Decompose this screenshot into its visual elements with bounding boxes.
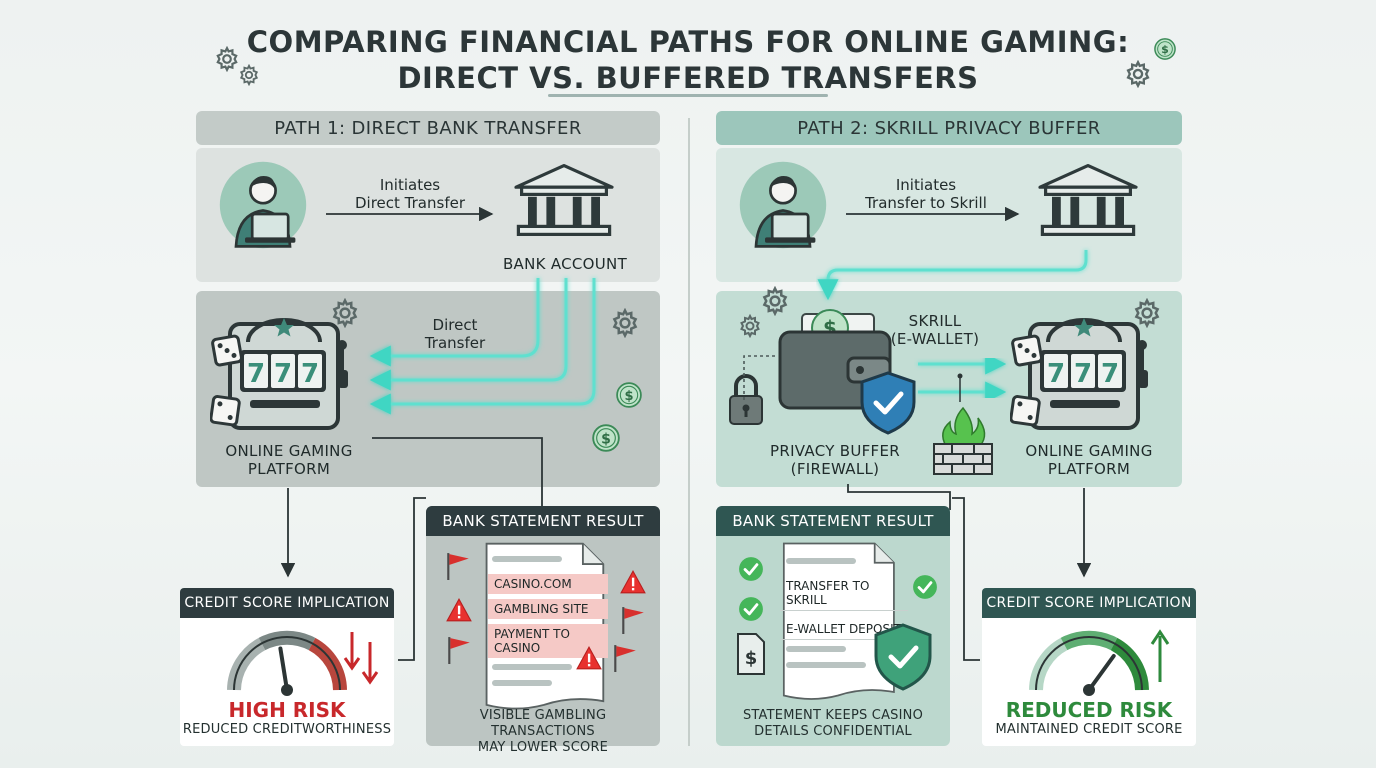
green-check-icon bbox=[738, 556, 764, 582]
path2-statement-items: TRANSFER TO SKRILL E-WALLET DEPOSIT bbox=[780, 576, 908, 640]
path2-statement-header: BANK STATEMENT RESULT bbox=[716, 506, 950, 536]
path1-direct-label: Direct Transfer bbox=[410, 316, 500, 352]
path2-initiates-line2: Transfer to Skrill bbox=[865, 194, 987, 212]
statement-document-icon bbox=[782, 542, 895, 700]
slot-machine-icon bbox=[1010, 316, 1150, 430]
user-at-laptop-icon bbox=[218, 160, 308, 250]
gear-icon bbox=[613, 309, 637, 337]
dollar-document-icon: $ bbox=[737, 633, 765, 675]
green-check-icon bbox=[912, 574, 938, 600]
path2-risk-label: REDUCED RISK bbox=[1005, 698, 1173, 722]
green-check-icon bbox=[738, 596, 764, 622]
bank-building-icon bbox=[514, 163, 614, 237]
path2-platform-line1: ONLINE GAMING bbox=[1025, 442, 1153, 460]
path1-statement-to-credit-connector bbox=[398, 497, 426, 661]
path2-credit-header: CREDIT SCORE IMPLICATION bbox=[982, 588, 1196, 618]
gear-icon bbox=[216, 47, 258, 86]
center-divider bbox=[688, 118, 690, 746]
red-flag-icon bbox=[447, 553, 469, 580]
dollar-coin-icon bbox=[1154, 38, 1176, 60]
red-flag-icon bbox=[614, 645, 636, 672]
path2-skrill-line1: SKRILL bbox=[908, 312, 962, 330]
path1-statement-item: CASINO.COM bbox=[488, 574, 608, 594]
path1-caption-line2: MAY LOWER SCORE bbox=[477, 740, 609, 755]
path2-statement-to-credit-connector bbox=[952, 497, 980, 661]
path1-initiates-label: Initiates Direct Transfer bbox=[334, 176, 486, 212]
path1-initiates-line1: Initiates bbox=[379, 176, 441, 194]
path2-buffer-line2: (FIREWALL) bbox=[790, 460, 880, 478]
path2-statement-caption: STATEMENT KEEPS CASINO DETAILS CONFIDENT… bbox=[716, 708, 950, 740]
path2-statement-item: TRANSFER TO SKRILL bbox=[780, 576, 908, 611]
path1-risk-detail: REDUCED CREDITWORTHINESS bbox=[182, 722, 392, 737]
path1-credit-header: CREDIT SCORE IMPLICATION bbox=[180, 588, 394, 618]
path2-connectors bbox=[847, 484, 1092, 578]
up-arrow-icon bbox=[1150, 629, 1170, 682]
dollar-coin-icon bbox=[616, 382, 642, 408]
path1-statement-caption: VISIBLE GAMBLING TRANSACTIONS MAY LOWER … bbox=[426, 708, 660, 756]
path1-connectors bbox=[280, 437, 543, 578]
bank-building-icon bbox=[1038, 163, 1138, 237]
path1-direct-line1: Direct bbox=[432, 316, 478, 334]
warning-triangle-icon bbox=[620, 570, 646, 594]
statement-document-icon bbox=[485, 542, 605, 710]
path1-credit-card: CREDIT SCORE IMPLICATION bbox=[180, 588, 394, 746]
warning-triangle-icon bbox=[576, 646, 602, 670]
path2-skrill-label: SKRILL (E-WALLET) bbox=[880, 312, 990, 348]
path2-buffer-line1: PRIVACY BUFFER bbox=[770, 442, 900, 460]
title-underline bbox=[548, 94, 828, 97]
path1-risk-label: HIGH RISK bbox=[228, 698, 346, 722]
padlock-icon bbox=[729, 374, 763, 425]
path2-initiates-label: Initiates Transfer to Skrill bbox=[846, 176, 1006, 212]
path2-risk-detail: MAINTAINED CREDIT SCORE bbox=[995, 722, 1183, 737]
path1-statement-header: BANK STATEMENT RESULT bbox=[426, 506, 660, 536]
dollar-coin-icon bbox=[592, 424, 620, 452]
gear-icon bbox=[333, 299, 357, 327]
path2-arrow-to-bank bbox=[846, 206, 1020, 222]
path1-platform-line2: PLATFORM bbox=[247, 460, 331, 478]
path1-initiates-line2: Direct Transfer bbox=[355, 194, 465, 212]
user-at-laptop-icon bbox=[738, 160, 828, 250]
path2-platform-line2: PLATFORM bbox=[1047, 460, 1131, 478]
path2-initiates-line1: Initiates bbox=[895, 176, 957, 194]
path2-header: PATH 2: SKRILL PRIVACY BUFFER bbox=[716, 111, 1182, 145]
down-arrows-icon bbox=[343, 632, 379, 685]
path1-platform-label: ONLINE GAMING PLATFORM bbox=[206, 442, 372, 478]
path2-bank-to-skrill-line bbox=[817, 250, 1088, 301]
red-flag-icon bbox=[622, 607, 644, 634]
path1-direct-transfer-lines bbox=[369, 278, 596, 415]
path2-statement-item: E-WALLET DEPOSIT bbox=[780, 619, 908, 640]
path2-caption-line1: STATEMENT KEEPS CASINO bbox=[742, 708, 924, 723]
shield-check-icon bbox=[874, 623, 932, 691]
path2-caption-line2: DETAILS CONFIDENTIAL bbox=[754, 724, 912, 739]
svg-text:$: $ bbox=[745, 648, 758, 669]
gauge-icon bbox=[1029, 630, 1149, 696]
gear-icon bbox=[1126, 61, 1150, 87]
path1-bank-label: BANK ACCOUNT bbox=[502, 255, 628, 273]
shield-check-icon bbox=[860, 371, 916, 435]
firewall-icon bbox=[933, 406, 993, 475]
path1-arrow-to-bank bbox=[326, 206, 494, 222]
path2-buffer-label: PRIVACY BUFFER (FIREWALL) bbox=[752, 442, 918, 478]
slot-machine-icon bbox=[210, 316, 350, 430]
path1-platform-line1: ONLINE GAMING bbox=[225, 442, 353, 460]
warning-triangle-icon bbox=[446, 598, 472, 622]
path2-skrill-line2: (E-WALLET) bbox=[890, 330, 980, 348]
path2-platform-label: ONLINE GAMING PLATFORM bbox=[1004, 442, 1174, 478]
red-flag-icon bbox=[448, 637, 470, 664]
gauge-icon bbox=[227, 630, 347, 696]
path1-statement-item: GAMBLING SITE bbox=[488, 599, 608, 619]
path2-skrill-to-platform-lines bbox=[918, 353, 1007, 402]
page-title: COMPARING FINANCIAL PATHS FOR ONLINE GAM… bbox=[0, 24, 1376, 96]
title-line-1: COMPARING FINANCIAL PATHS FOR ONLINE GAM… bbox=[246, 25, 1130, 59]
path1-caption-line1: VISIBLE GAMBLING TRANSACTIONS bbox=[479, 708, 607, 739]
title-line-2: DIRECT VS. BUFFERED TRANSFERS bbox=[397, 61, 979, 95]
path1-direct-line2: Transfer bbox=[424, 334, 486, 352]
path1-header: PATH 1: DIRECT BANK TRANSFER bbox=[196, 111, 660, 145]
path2-lock-connector bbox=[743, 355, 776, 400]
